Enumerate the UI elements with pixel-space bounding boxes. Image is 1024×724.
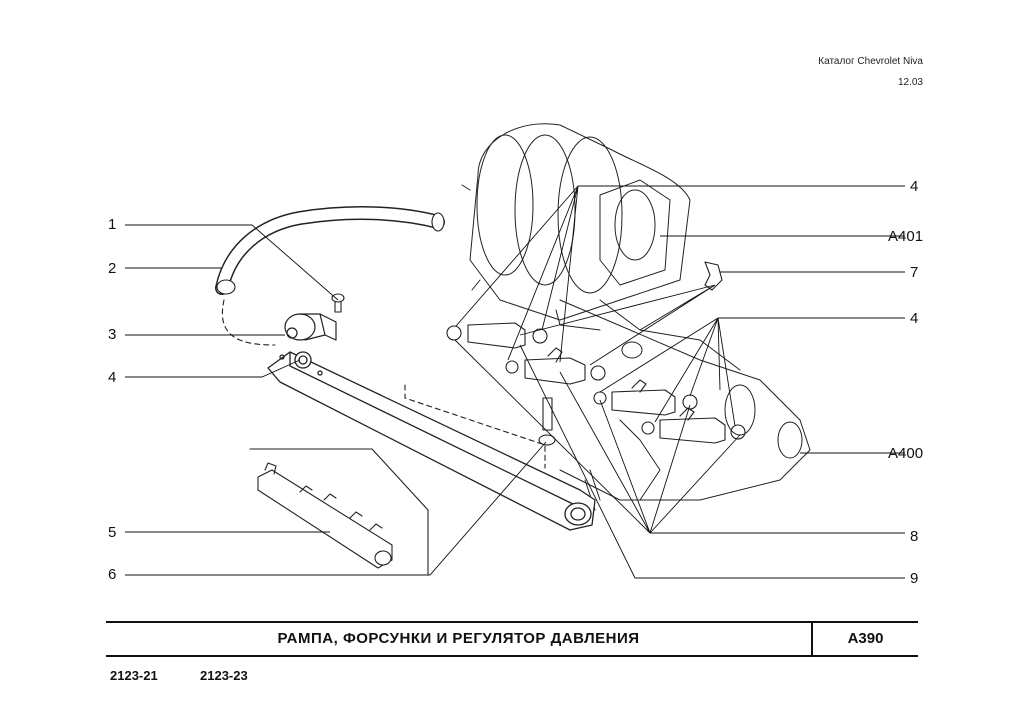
injector — [641, 407, 746, 444]
clip — [704, 261, 723, 291]
screw — [331, 293, 345, 313]
fuel-rail-assembly-inset — [257, 462, 393, 569]
callout-a401: A401 — [888, 228, 924, 245]
title-bar: РАМПА, ФОРСУНКИ И РЕГУЛЯТОР ДАВЛЕНИЯ A39… — [106, 621, 918, 657]
callout-3: 3 — [108, 326, 117, 343]
intake-manifold — [461, 123, 811, 511]
fuel-rail — [267, 351, 596, 531]
catalog-date: 12.03 — [897, 77, 923, 88]
callout-1: 1 — [108, 216, 117, 233]
title-divider — [811, 623, 813, 655]
injector — [446, 322, 548, 349]
callout-4-left: 4 — [108, 369, 117, 386]
bolt — [538, 397, 556, 446]
pressure-regulator — [284, 313, 337, 341]
injector — [505, 347, 606, 385]
callout-2: 2 — [108, 260, 117, 277]
callout-9: 9 — [910, 570, 919, 587]
callout-6: 6 — [108, 566, 117, 583]
catalog-title: Каталог Chevrolet Niva — [818, 56, 923, 67]
callout-5: 5 — [108, 524, 117, 541]
injector — [593, 379, 698, 416]
model-code-1: 2123-21 — [110, 668, 158, 683]
callout-4-top-right: 4 — [910, 178, 919, 195]
model-code-2: 2123-23 — [200, 668, 248, 683]
fuel-hose — [215, 206, 445, 295]
callout-8: 8 — [910, 528, 919, 545]
callout-a400: A400 — [888, 445, 924, 462]
callout-4-right: 4 — [910, 310, 919, 327]
page-code: A390 — [847, 630, 884, 647]
callout-7: 7 — [910, 264, 919, 281]
page-title: РАМПА, ФОРСУНКИ И РЕГУЛЯТОР ДАВЛЕНИЯ — [277, 630, 640, 647]
